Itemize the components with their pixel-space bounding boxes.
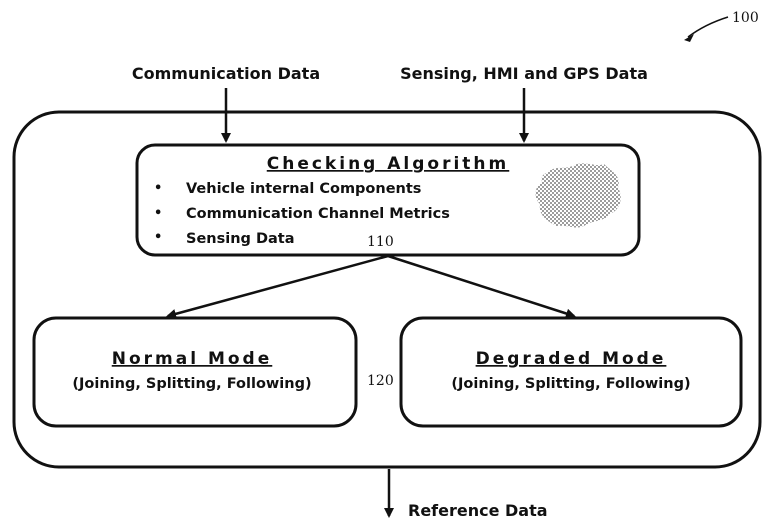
- communication-data-label: Communication Data: [132, 64, 320, 83]
- checking-item-channel-metrics: Communication Channel Metrics: [186, 206, 450, 222]
- arrow-to-degraded-mode: [387, 254, 576, 319]
- modes-ref-number: 120: [367, 373, 394, 389]
- figure-ref-leader: [687, 16, 729, 38]
- checking-algorithm-title: Checking Algorithm: [267, 154, 510, 174]
- normal-mode-box: [32, 316, 358, 428]
- figure-ref-label: 100: [732, 10, 759, 26]
- normal-mode-subtitle: (Joining, Splitting, Following): [72, 376, 311, 392]
- degraded-mode-title: Degraded Mode: [476, 349, 667, 369]
- bullet-icon: •: [154, 230, 162, 245]
- stipple-cloud-graphic: [535, 163, 621, 228]
- checking-item-vehicle-components: Vehicle internal Components: [186, 181, 421, 197]
- system-boundary-box: [12, 110, 762, 469]
- checking-item-sensing-data: Sensing Data: [186, 231, 295, 247]
- checking-algorithm-box: [135, 143, 641, 257]
- degraded-mode-box: [399, 316, 743, 428]
- figure-ref-leader-arrowhead: [684, 34, 694, 42]
- degraded-mode-subtitle: (Joining, Splitting, Following): [451, 376, 690, 392]
- bullet-icon: •: [154, 206, 162, 221]
- normal-mode-title: Normal Mode: [112, 349, 273, 369]
- arrow-to-normal-mode: [166, 254, 389, 319]
- sensing-hmi-gps-data-label: Sensing, HMI and GPS Data: [400, 64, 648, 83]
- bullet-icon: •: [154, 181, 162, 196]
- reference-data-label: Reference Data: [408, 501, 548, 520]
- checking-ref-number: 110: [367, 234, 394, 250]
